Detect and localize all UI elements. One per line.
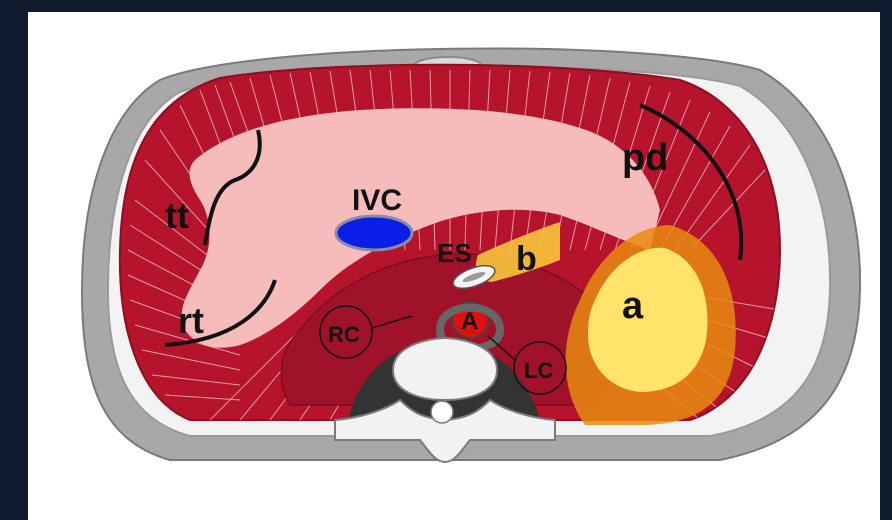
label-pd: pd <box>622 137 668 179</box>
label-rt: rt <box>178 300 204 341</box>
label-b: b <box>516 240 537 278</box>
ivc-vessel <box>336 216 412 250</box>
label-es: ES <box>437 238 472 268</box>
vertebral-body <box>393 338 497 400</box>
label-rc: RC <box>328 322 360 347</box>
label-aorta: A <box>461 308 478 335</box>
spinal-canal <box>431 401 453 423</box>
label-ivc: IVC <box>352 184 402 217</box>
label-tt: tt <box>165 195 189 236</box>
label-lc: LC <box>524 358 553 383</box>
label-a: a <box>622 285 644 327</box>
